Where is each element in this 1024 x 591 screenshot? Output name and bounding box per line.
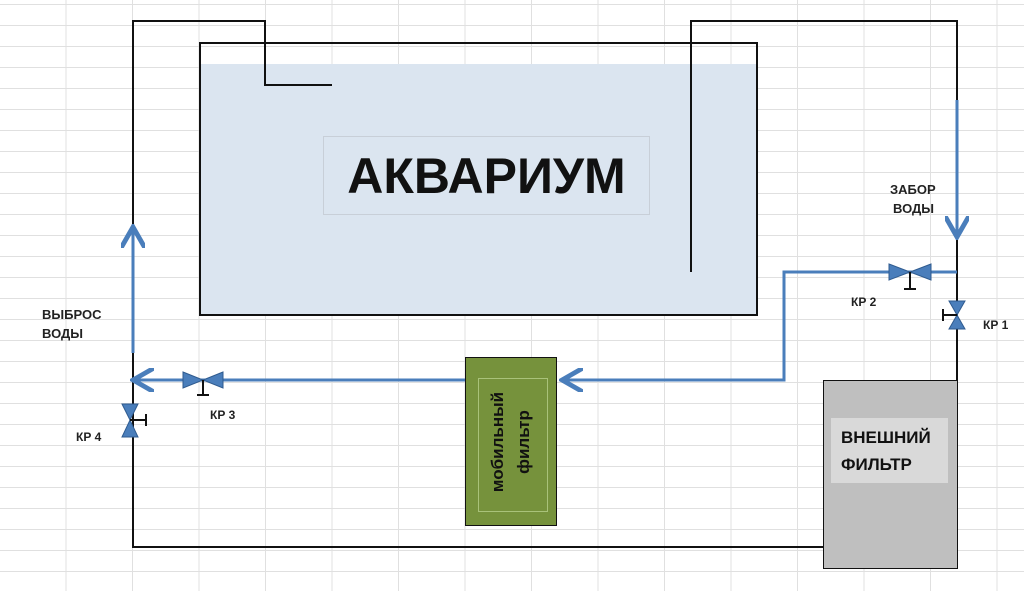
mobile-filter: мобильный фильтр	[465, 357, 557, 526]
external-filter-line1: ВНЕШНИЙ	[841, 428, 931, 447]
mobile-filter-label: мобильный фильтр	[485, 391, 537, 491]
external-filter-label: ВНЕШНИЙ ФИЛЬТР	[831, 418, 948, 483]
mobile-filter-line2: фильтр	[514, 409, 533, 474]
kr2-label: КР 2	[851, 295, 877, 309]
external-filter-line2: ФИЛЬТР	[841, 455, 912, 474]
aquarium-tank	[199, 42, 758, 316]
mobile-filter-line1: мобильный	[488, 391, 507, 492]
mobile-filter-frame	[478, 378, 548, 512]
discharge-label-line2: ВОДЫ	[42, 326, 83, 341]
kr3-label: КР 3	[210, 408, 236, 422]
intake-label: ЗАБОР ВОДЫ	[890, 180, 936, 218]
discharge-label-line1: ВЫБРОС	[42, 307, 102, 322]
discharge-label: ВЫБРОС ВОДЫ	[42, 305, 101, 343]
bypass-pipe	[565, 270, 957, 380]
return-pipe	[132, 20, 823, 548]
kr1-label: КР 1	[983, 318, 1009, 332]
valve-kr4[interactable]	[121, 403, 147, 438]
external-filter: ВНЕШНИЙ ФИЛЬТР	[823, 380, 958, 569]
aquarium-water	[201, 64, 756, 314]
valve-kr3[interactable]	[182, 371, 224, 396]
valve-kr1[interactable]	[942, 300, 966, 330]
aquarium-label: АКВАРИУМ	[323, 136, 650, 215]
intake-label-line1: ЗАБОР	[890, 182, 936, 197]
intake-label-line2: ВОДЫ	[893, 201, 934, 216]
kr4-label: КР 4	[76, 430, 102, 444]
valve-kr2[interactable]	[888, 263, 932, 290]
